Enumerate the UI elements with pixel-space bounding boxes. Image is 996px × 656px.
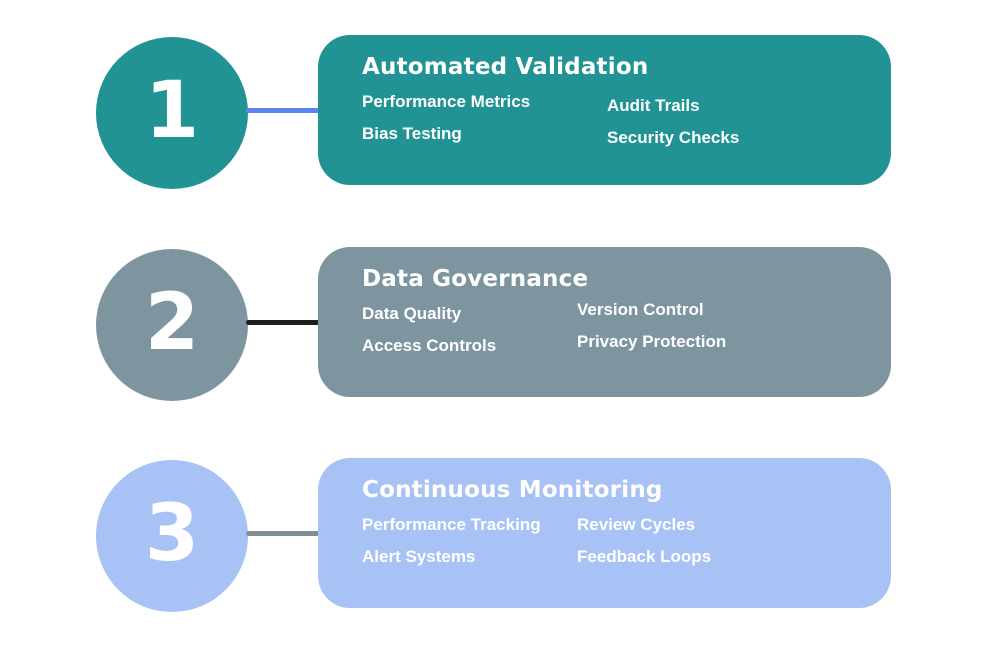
step-card-automated-validation: Automated Validation Performance Metrics…: [318, 35, 891, 185]
step-number-circle: 2: [96, 249, 248, 401]
feature-item: Version Control: [577, 299, 704, 319]
feature-item: Feedback Loops: [577, 546, 712, 566]
feature-item: Bias Testing: [362, 123, 462, 143]
feature-item: Data Quality: [362, 303, 462, 323]
step-card-data-governance: Data Governance Data Quality Access Cont…: [318, 247, 891, 397]
step-number: 1: [144, 66, 200, 156]
items-column-1: Data Quality Access Controls: [362, 304, 577, 356]
feature-item: Alert Systems: [362, 546, 476, 566]
feature-item: Performance Tracking: [362, 514, 541, 534]
feature-item: Privacy Protection: [577, 331, 727, 351]
items-column-1: Performance Metrics Bias Testing: [362, 92, 607, 148]
card-items: Data Quality Access Controls Version Con…: [362, 300, 861, 356]
step-number: 2: [144, 278, 200, 368]
card-title: Continuous Monitoring: [362, 477, 663, 503]
step-row-2: 2 Data Governance Data Quality Access Co…: [0, 247, 996, 403]
card-items: Performance Metrics Bias Testing Audit T…: [362, 92, 861, 148]
items-column-2: Version Control Privacy Protection: [577, 300, 726, 356]
feature-item: Review Cycles: [577, 514, 696, 534]
items-column-2: Review Cycles Feedback Loops: [577, 515, 711, 567]
card-title: Data Governance: [362, 266, 589, 292]
connector-line: [246, 108, 320, 113]
step-number-circle: 3: [96, 460, 248, 612]
card-title: Automated Validation: [362, 54, 649, 80]
feature-item: Audit Trails: [607, 95, 700, 115]
feature-item: Access Controls: [362, 335, 497, 355]
step-card-continuous-monitoring: Continuous Monitoring Performance Tracki…: [318, 458, 891, 608]
connector-line: [246, 531, 320, 536]
step-row-1: 1 Automated Validation Performance Metri…: [0, 35, 996, 191]
feature-item: Performance Metrics: [362, 91, 531, 111]
items-column-1: Performance Tracking Alert Systems: [362, 515, 577, 567]
card-items: Performance Tracking Alert Systems Revie…: [362, 515, 861, 567]
step-number: 3: [144, 489, 200, 579]
step-row-3: 3 Continuous Monitoring Performance Trac…: [0, 458, 996, 614]
feature-item: Security Checks: [607, 127, 740, 147]
step-number-circle: 1: [96, 37, 248, 189]
connector-line: [246, 320, 320, 325]
items-column-2: Audit Trails Security Checks: [607, 96, 739, 148]
